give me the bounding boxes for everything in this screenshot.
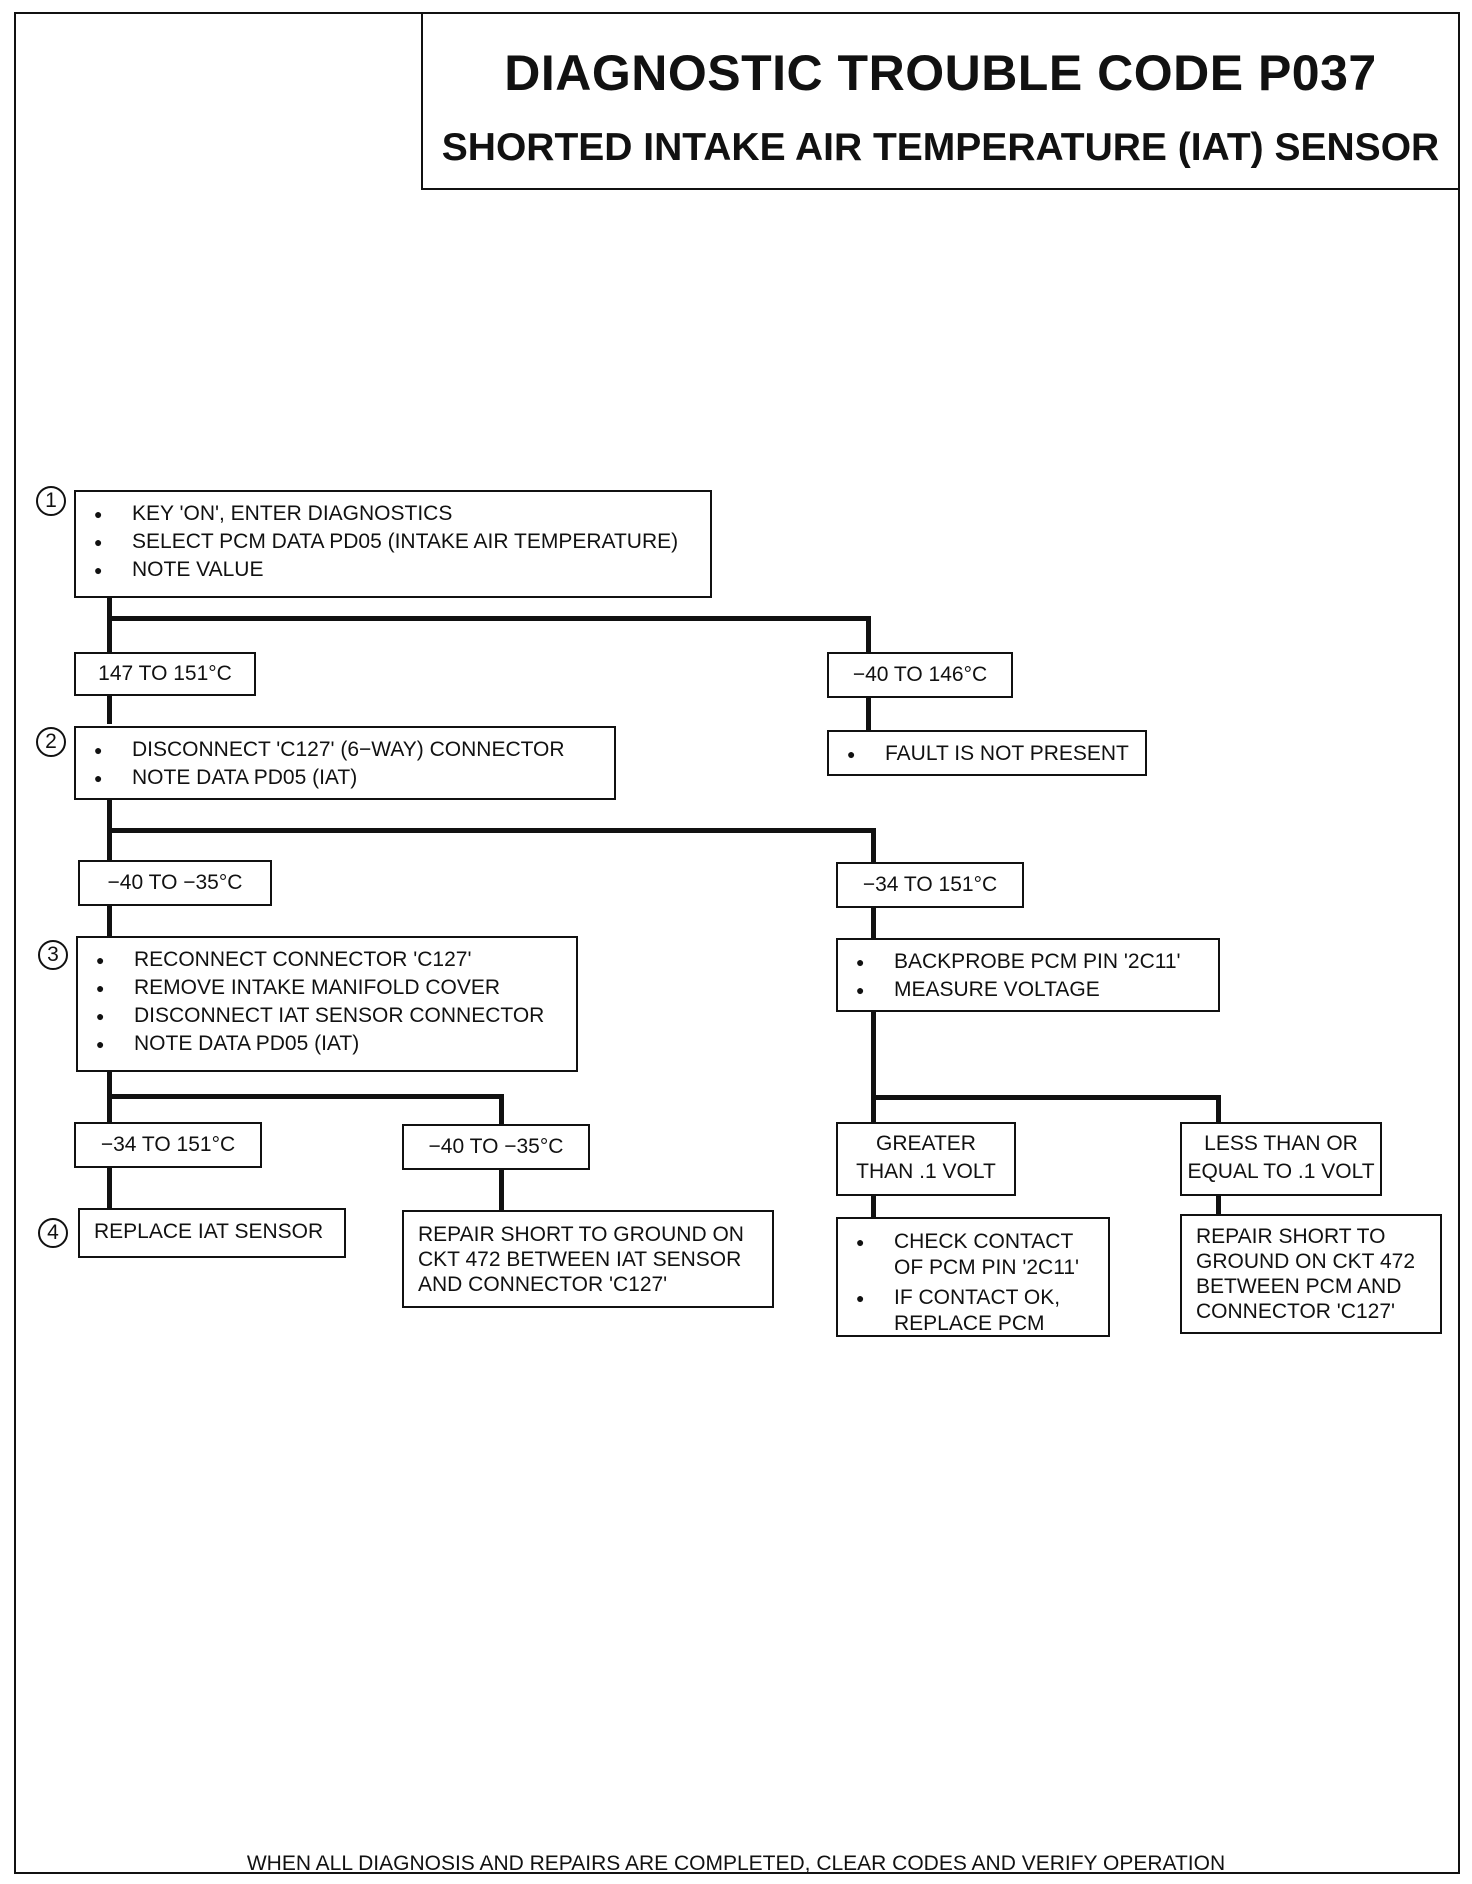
instruction-item: SELECT PCM DATA PD05 (INTAKE AIR TEMPERA…: [76, 528, 710, 556]
step3-instructions: RECONNECT CONNECTOR 'C127' REMOVE INTAKE…: [76, 936, 578, 1072]
connector-line: [871, 905, 876, 938]
step-marker-2: 2: [36, 727, 66, 757]
connector-line: [866, 696, 871, 730]
connector-line: [499, 1094, 504, 1128]
range-minus34-151: −34 TO 151°C: [836, 862, 1024, 908]
voltage-greater-than: GREATER THAN .1 VOLT: [836, 1122, 1016, 1196]
repair-short-pcm-box: REPAIR SHORT TO GROUND ON CKT 472 BETWEE…: [1180, 1214, 1442, 1334]
condition-line: LESS THAN OR: [1204, 1132, 1358, 1155]
connector-line: [866, 616, 871, 652]
fault-not-present-box: FAULT IS NOT PRESENT: [827, 730, 1147, 776]
range-147-151: 147 TO 151°C: [74, 652, 256, 696]
check-contact-box: CHECK CONTACT OF PCM PIN '2C11' IF CONTA…: [836, 1217, 1110, 1337]
page-title: DIAGNOSTIC TROUBLE CODE P037: [504, 45, 1377, 101]
instruction-item: REMOVE INTAKE MANIFOLD COVER: [78, 974, 576, 1002]
connector-line: [871, 1193, 876, 1219]
instruction-item: NOTE DATA PD05 (IAT): [78, 1030, 576, 1058]
backprobe-instructions: BACKPROBE PCM PIN '2C11' MEASURE VOLTAGE: [836, 938, 1220, 1012]
instruction-item: DISCONNECT IAT SENSOR CONNECTOR: [78, 1002, 576, 1030]
repair-line: CKT 472 BETWEEN IAT SENSOR: [418, 1248, 742, 1271]
instruction-item: DISCONNECT 'C127' (6−WAY) CONNECTOR: [76, 736, 614, 764]
replace-iat-sensor-box: REPLACE IAT SENSOR: [78, 1208, 346, 1258]
step1-instructions: KEY 'ON', ENTER DIAGNOSTICS SELECT PCM D…: [74, 490, 712, 598]
step-marker-3: 3: [38, 940, 68, 970]
range-minus40-minus35: −40 TO −35°C: [78, 860, 272, 906]
instruction-item: BACKPROBE PCM PIN '2C11': [838, 948, 1218, 976]
connector-line: [107, 1094, 503, 1099]
range-minus40-minus35-step3: −40 TO −35°C: [402, 1124, 590, 1170]
voltage-less-or-equal: LESS THAN OR EQUAL TO .1 VOLT: [1180, 1122, 1382, 1196]
connector-line: [499, 1166, 504, 1210]
connector-line: [871, 1010, 876, 1123]
connector-line: [871, 828, 876, 862]
repair-line: GROUND ON CKT 472: [1196, 1250, 1415, 1273]
connector-line: [107, 903, 112, 936]
range-minus34-151-step3: −34 TO 151°C: [74, 1122, 262, 1168]
instruction-item: IF CONTACT OK, REPLACE PCM: [838, 1285, 1108, 1337]
range-minus40-146: −40 TO 146°C: [827, 652, 1013, 698]
connector-line: [107, 596, 112, 658]
step-marker-1: 1: [36, 486, 66, 516]
step-marker-4: 4: [38, 1218, 68, 1248]
instruction-item: MEASURE VOLTAGE: [838, 976, 1218, 1004]
condition-line: THAN .1 VOLT: [856, 1160, 996, 1183]
title-box: DIAGNOSTIC TROUBLE CODE P037 SHORTED INT…: [421, 12, 1460, 190]
connector-line: [107, 1070, 112, 1128]
instruction-item: KEY 'ON', ENTER DIAGNOSTICS: [76, 500, 710, 528]
repair-line: REPAIR SHORT TO GROUND ON: [418, 1223, 744, 1246]
repair-short-iat-box: REPAIR SHORT TO GROUND ON CKT 472 BETWEE…: [402, 1210, 774, 1308]
page-subtitle: SHORTED INTAKE AIR TEMPERATURE (IAT) SEN…: [441, 126, 1440, 169]
instruction-line: IF CONTACT OK,: [894, 1286, 1061, 1309]
instruction-item: NOTE VALUE: [76, 556, 710, 584]
footer-note: WHEN ALL DIAGNOSIS AND REPAIRS ARE COMPL…: [246, 1852, 1226, 1875]
repair-line: REPAIR SHORT TO: [1196, 1225, 1386, 1248]
instruction-item: NOTE DATA PD05 (IAT): [76, 764, 614, 792]
result-item: FAULT IS NOT PRESENT: [829, 740, 1145, 768]
instruction-item: RECONNECT CONNECTOR 'C127': [78, 946, 576, 974]
instruction-line: REPLACE PCM: [894, 1312, 1045, 1335]
instruction-item: CHECK CONTACT OF PCM PIN '2C11': [838, 1229, 1108, 1281]
connector-line: [107, 694, 112, 724]
repair-line: BETWEEN PCM AND: [1196, 1275, 1402, 1298]
step2-instructions: DISCONNECT 'C127' (6−WAY) CONNECTOR NOTE…: [74, 726, 616, 800]
connector-line: [107, 828, 875, 833]
repair-line: AND CONNECTOR 'C127': [418, 1273, 668, 1296]
instruction-line: CHECK CONTACT: [894, 1230, 1074, 1253]
connector-line: [1216, 1095, 1221, 1123]
connector-line: [1216, 1193, 1221, 1219]
condition-line: GREATER: [876, 1132, 976, 1155]
instruction-line: OF PCM PIN '2C11': [894, 1256, 1080, 1279]
repair-line: CONNECTOR 'C127': [1196, 1300, 1396, 1323]
condition-line: EQUAL TO .1 VOLT: [1187, 1160, 1375, 1183]
connector-line: [107, 1166, 112, 1210]
connector-line: [107, 616, 870, 621]
connector-line: [871, 1095, 1220, 1100]
